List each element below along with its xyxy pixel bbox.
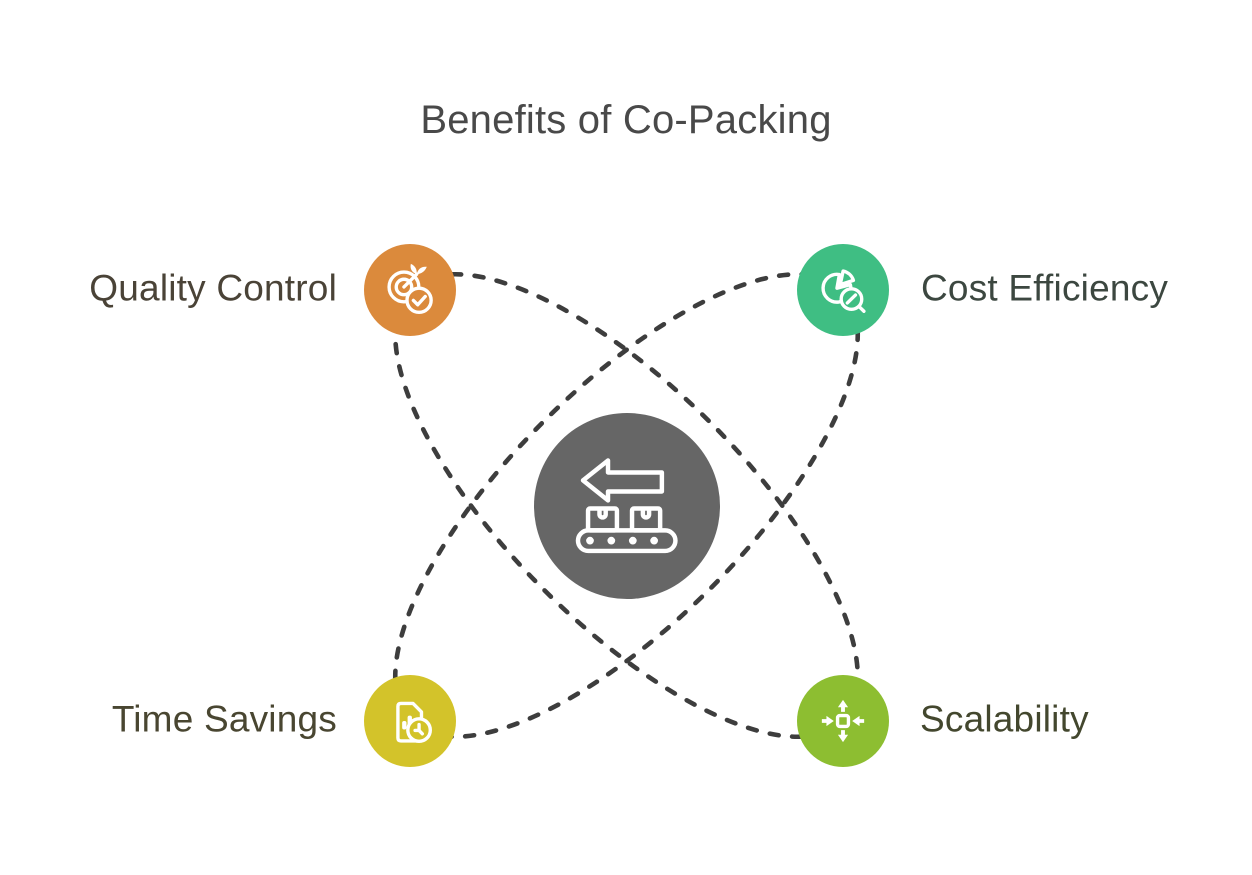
label-cost-efficiency: Cost Efficiency [921, 267, 1169, 309]
conveyor-belt-icon [575, 458, 678, 554]
expand-arrows-icon [821, 699, 865, 743]
node-scalability [797, 675, 889, 767]
label-scalability: Scalability [920, 698, 1089, 740]
target-check-icon [387, 263, 433, 315]
node-quality-control [364, 244, 456, 336]
center-node-co-packing [534, 413, 720, 599]
label-time-savings: Time Savings [111, 698, 337, 740]
document-clock-icon [396, 701, 432, 743]
node-cost-efficiency [797, 244, 889, 336]
node-time-savings [364, 675, 456, 767]
pie-chart-magnifier-icon [821, 269, 866, 313]
page-title: Benefits of Co-Packing [420, 98, 832, 142]
label-quality-control: Quality Control [89, 267, 337, 309]
